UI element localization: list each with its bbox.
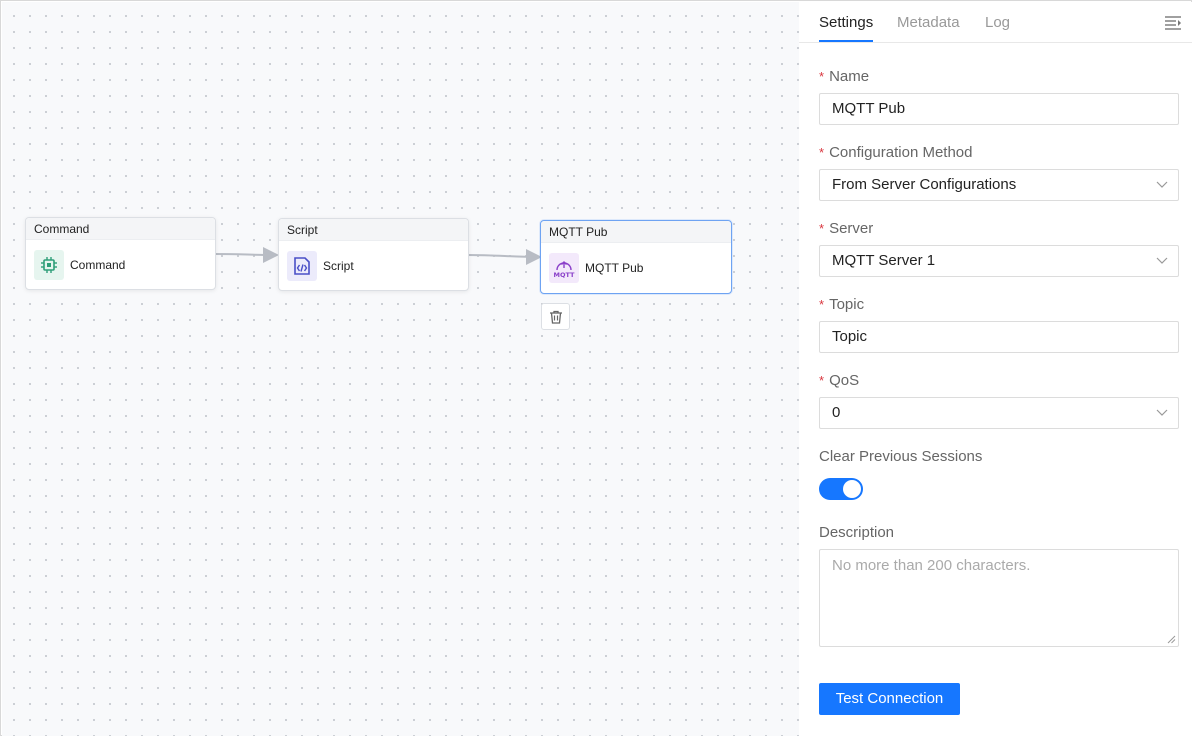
chevron-down-icon	[1156, 409, 1168, 416]
mqtt-icon-text: MQTT	[553, 271, 575, 279]
required-mark: *	[819, 297, 825, 312]
trash-icon	[549, 310, 562, 324]
qos-select[interactable]: 0	[819, 397, 1179, 429]
topic-label: *Topic	[819, 296, 865, 313]
node-script[interactable]: Script Script	[278, 218, 469, 291]
config-method-label: *Configuration Method	[819, 144, 973, 161]
node-settings-panel: Settings Metadata Log *Name MQTT	[799, 2, 1192, 736]
description-textarea[interactable]: No more than 200 characters.	[819, 549, 1179, 647]
required-mark: *	[819, 221, 825, 236]
node-header: Command	[26, 218, 215, 240]
config-method-value: From Server Configurations	[832, 176, 1017, 193]
node-header: MQTT Pub	[541, 221, 731, 243]
node-label: MQTT Pub	[585, 261, 644, 275]
edge-script-mqtt	[467, 248, 542, 265]
server-label: *Server	[819, 220, 874, 237]
active-tab-indicator	[819, 40, 873, 42]
clear-sessions-label: Clear Previous Sessions	[819, 448, 983, 465]
name-input[interactable]: MQTT Pub	[819, 93, 1179, 125]
description-placeholder: No more than 200 characters.	[832, 557, 1031, 574]
code-icon	[287, 251, 317, 281]
chip-icon	[34, 250, 64, 280]
required-mark: *	[819, 145, 825, 160]
qos-label: *QoS	[819, 372, 860, 389]
required-mark: *	[819, 373, 825, 388]
flow-canvas[interactable]: Command Command	[2, 2, 799, 736]
mqtt-icon: MQTT	[549, 253, 579, 283]
node-mqtt-pub[interactable]: MQTT Pub MQTT MQTT Pub	[540, 220, 732, 294]
qos-value: 0	[832, 404, 841, 421]
description-label: Description	[819, 524, 895, 541]
resize-grip-icon[interactable]	[1167, 635, 1176, 644]
node-header: Script	[279, 219, 468, 241]
node-command[interactable]: Command Command	[25, 217, 216, 290]
name-label: *Name	[819, 68, 870, 85]
toggle-knob	[843, 480, 861, 498]
panel-tabs: Settings Metadata Log	[799, 2, 1192, 43]
collapse-panel-icon	[1165, 16, 1181, 30]
collapse-panel-button[interactable]	[1164, 14, 1182, 35]
edge-command-script	[214, 246, 279, 263]
test-connection-button[interactable]: Test Connection	[819, 683, 960, 715]
topic-input[interactable]: Topic	[819, 321, 1179, 353]
tab-log[interactable]: Log	[985, 14, 1011, 31]
required-mark: *	[819, 69, 825, 84]
clear-sessions-toggle[interactable]	[819, 478, 863, 500]
edges-layer	[214, 246, 542, 265]
config-method-select[interactable]: From Server Configurations	[819, 169, 1179, 201]
server-value: MQTT Server 1	[832, 252, 936, 269]
delete-node-button[interactable]	[541, 303, 570, 330]
tab-settings[interactable]: Settings	[819, 14, 874, 31]
server-select[interactable]: MQTT Server 1	[819, 245, 1179, 277]
tab-metadata[interactable]: Metadata	[897, 14, 960, 31]
chevron-down-icon	[1156, 181, 1168, 188]
node-label: Script	[323, 259, 354, 273]
node-label: Command	[70, 258, 126, 272]
chevron-down-icon	[1156, 257, 1168, 264]
